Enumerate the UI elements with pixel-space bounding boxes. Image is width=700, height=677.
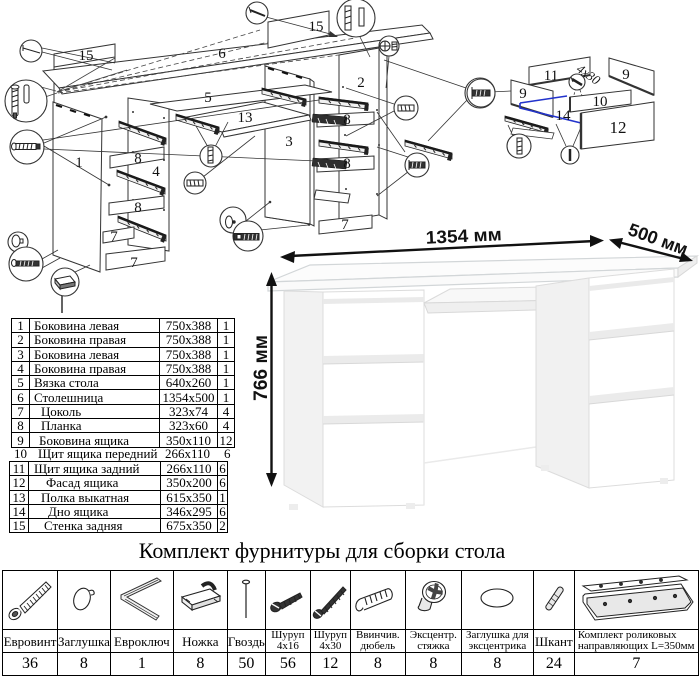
- svg-text:6: 6: [218, 46, 226, 62]
- svg-text:5: 5: [204, 90, 212, 106]
- svg-text:15: 15: [309, 19, 324, 35]
- svg-text:8: 8: [134, 200, 142, 216]
- svg-text:9: 9: [519, 86, 527, 102]
- svg-text:766 мм: 766 мм: [251, 335, 272, 401]
- svg-text:3: 3: [285, 134, 293, 150]
- svg-text:4: 4: [152, 164, 160, 180]
- svg-text:9: 9: [622, 67, 630, 83]
- svg-text:7: 7: [130, 255, 138, 271]
- svg-text:8: 8: [343, 112, 351, 128]
- svg-text:8: 8: [343, 156, 351, 172]
- svg-text:1: 1: [75, 155, 83, 171]
- svg-text:13: 13: [238, 110, 253, 126]
- svg-text:11: 11: [544, 68, 558, 84]
- svg-text:2: 2: [357, 75, 365, 91]
- svg-text:7: 7: [110, 229, 118, 245]
- svg-text:8: 8: [134, 151, 142, 167]
- svg-text:12: 12: [610, 118, 627, 137]
- svg-text:14: 14: [556, 108, 572, 124]
- svg-text:10: 10: [593, 94, 608, 110]
- svg-text:15: 15: [79, 48, 94, 64]
- svg-text:7: 7: [341, 217, 349, 233]
- svg-text:1354 мм: 1354 мм: [425, 224, 502, 247]
